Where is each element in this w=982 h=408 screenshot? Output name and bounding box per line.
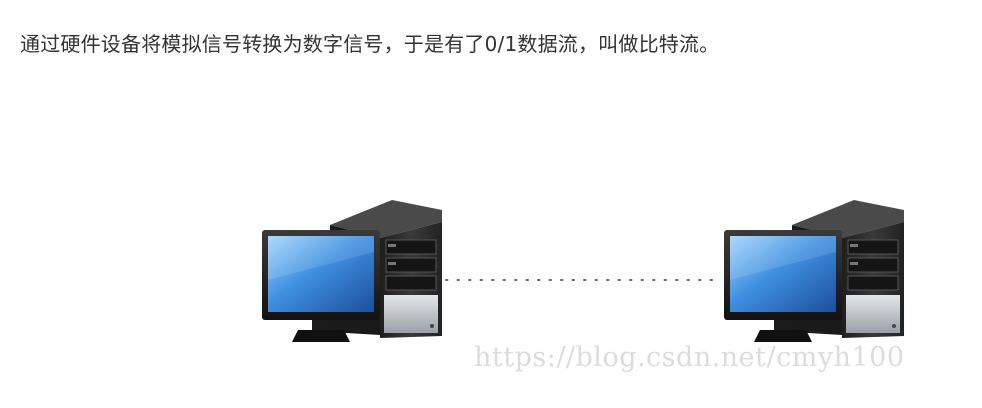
left-computer-icon: [261, 199, 443, 343]
paragraph-text: 通过硬件设备将模拟信号转换为数字信号，于是有了0/1数据流，叫做比特流。: [20, 32, 720, 56]
watermark-text: https://blog.csdn.net/cmyh100: [474, 342, 905, 373]
right-computer-icon: [723, 199, 905, 343]
